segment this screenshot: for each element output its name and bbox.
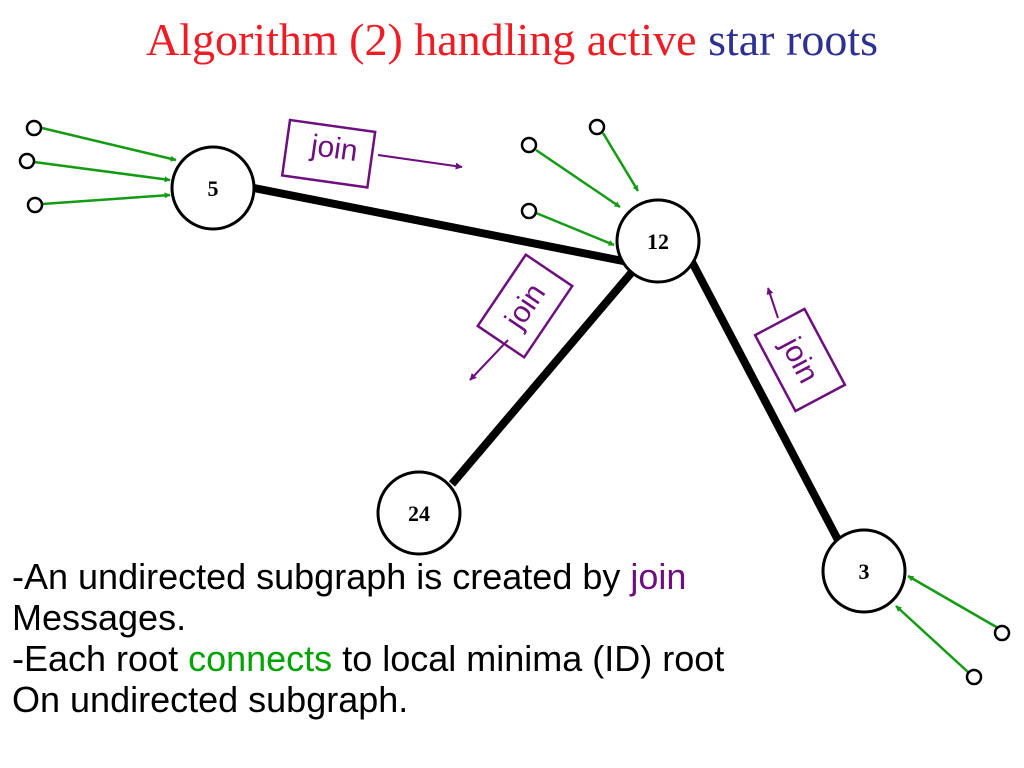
leaf-arrow <box>895 605 969 673</box>
edge-12-3 <box>688 260 842 542</box>
slide-body: -An undirected subgraph is created by jo… <box>12 556 1012 720</box>
body-line-2: Messages. <box>12 597 187 638</box>
leaf-node <box>520 202 538 220</box>
node-3: 3 <box>821 528 907 614</box>
leaf-nodes <box>18 118 1011 686</box>
leaf-arrow <box>41 126 177 162</box>
leaf-node <box>25 119 43 137</box>
node-24: 24 <box>376 470 462 556</box>
leaf-arrow <box>907 574 999 630</box>
node-12: 12 <box>615 198 701 284</box>
leaf-node <box>18 152 36 170</box>
edge-5-12 <box>253 184 629 266</box>
leaf-arrows <box>33 126 999 673</box>
join-message-12: join <box>469 252 574 381</box>
node-5: 5 <box>170 145 256 231</box>
leaf-node <box>520 136 538 154</box>
body-line-3-post: to local minima (ID) root <box>332 638 725 679</box>
join-box <box>476 252 574 360</box>
body-line-3: -Each root connects to local minima (ID)… <box>12 638 1012 679</box>
body-line-1: -An undirected subgraph is created by jo… <box>12 556 1012 597</box>
join-box <box>280 118 377 189</box>
join-box <box>753 307 847 413</box>
join-arrow <box>377 154 463 170</box>
body-join-word: join <box>630 556 687 597</box>
join-arrow <box>766 287 779 319</box>
leaf-node <box>993 624 1011 642</box>
leaf-node <box>965 668 983 686</box>
leaf-arrow <box>41 192 171 206</box>
body-line-4: On undirected subgraph. <box>12 679 409 720</box>
body-line-1-text: -An undirected subgraph is created by <box>12 556 631 597</box>
leaf-arrow <box>601 132 640 192</box>
leaf-node <box>26 196 44 214</box>
leaf-arrow <box>535 148 621 209</box>
join-message-3: join <box>753 287 847 413</box>
body-line-3-pre: -Each root <box>12 638 189 679</box>
join-label: join <box>308 129 360 168</box>
node-5-label: 5 <box>208 176 219 201</box>
leaf-arrow <box>535 211 615 247</box>
leaf-node <box>588 118 606 136</box>
node-3-label: 3 <box>859 559 870 584</box>
title-blue-part: star roots <box>708 14 878 65</box>
node-12-label: 12 <box>647 229 669 254</box>
node-24-label: 24 <box>408 501 430 526</box>
edge-12-24 <box>448 269 636 487</box>
body-connects-word: connects <box>188 638 333 679</box>
join-arrow <box>469 339 509 381</box>
leaf-arrow <box>33 160 171 183</box>
title-red-part: Algorithm (2) handling active <box>145 14 697 65</box>
slide-title: Algorithm (2) handling active star roots <box>0 10 1024 70</box>
join-message-5: join <box>280 118 463 189</box>
